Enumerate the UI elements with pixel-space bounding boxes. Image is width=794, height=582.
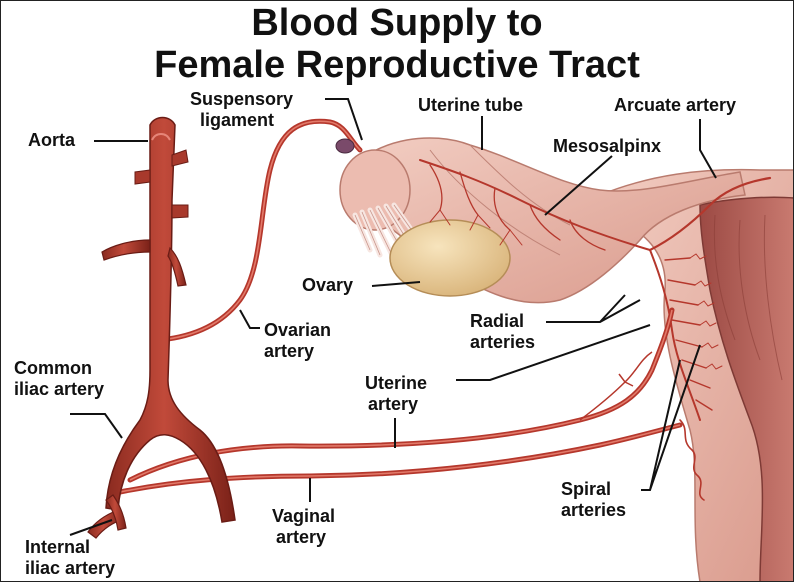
branching-vessels [419, 159, 772, 501]
label-common-iliac-line-2: iliac artery [14, 379, 105, 399]
label-arcuate-artery: Arcuate artery [614, 95, 737, 115]
title-line-1: Blood Supply to [251, 2, 543, 44]
label-spiral-line-1: Spiral [561, 479, 612, 499]
label-vaginal-line-2: artery [276, 527, 327, 547]
label-mesosalpinx: Mesosalpinx [553, 136, 662, 156]
label-vaginal-line-1: Vaginal [272, 506, 336, 526]
label-aorta: Aorta [28, 130, 76, 150]
leader-lines [69, 98, 717, 536]
title-line-2: Female Reproductive Tract [154, 44, 640, 86]
label-suspensory-line-2: ligament [200, 110, 275, 130]
infundibulum [339, 149, 423, 258]
ovary-shape [389, 219, 511, 297]
label-ovarian-line-1: Ovarian [264, 320, 332, 340]
label-spiral-line-2: arteries [561, 500, 627, 520]
label-radial-line-1: Radial [470, 311, 525, 331]
label-ovarian-line-2: artery [264, 341, 315, 361]
label-uterine-artery-line-2: artery [368, 394, 419, 414]
label-uterine-artery-line-1: Uterine [365, 373, 428, 393]
label-common-iliac-line-1: Common [14, 358, 92, 378]
label-radial-line-2: arteries [470, 332, 536, 352]
label-ovary: Ovary [302, 275, 354, 295]
label-uterine-tube: Uterine tube [418, 95, 524, 115]
label-suspensory-line-1: Suspensory [190, 89, 294, 109]
aorta-vessel [87, 116, 236, 539]
label-internal-iliac-line-1: Internal [25, 537, 91, 557]
label-internal-iliac-line-2: iliac artery [25, 558, 116, 578]
